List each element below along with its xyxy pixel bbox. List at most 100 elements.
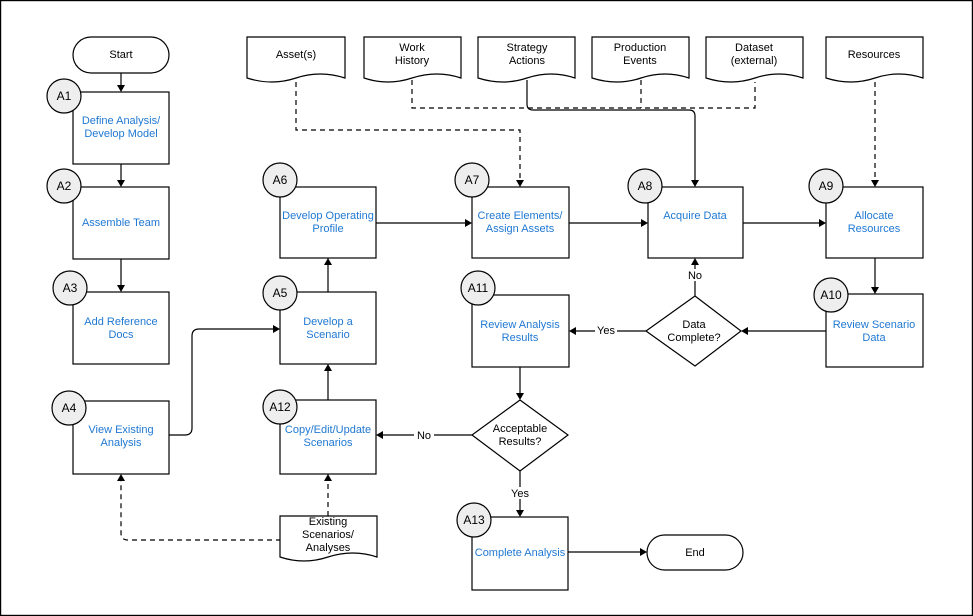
edge-label-no-data: No [688, 270, 702, 282]
step-a12-line2: Scenarios [304, 437, 353, 449]
step-a11-badge-label: A11 [468, 281, 489, 295]
document-production-events[interactable]: Production Events [591, 36, 690, 83]
step-a11-badge [460, 270, 496, 306]
edge-existing-a4 [120, 480, 281, 541]
document-production-events-line2: Events [623, 55, 657, 67]
step-a5[interactable]: Develop a Scenario A5 [262, 275, 377, 365]
arrowhead [819, 219, 826, 227]
decision-acceptable-results[interactable]: Acceptable Results? [470, 399, 570, 472]
decision-data-complete[interactable]: Data Complete? [644, 295, 742, 367]
document-work-history[interactable]: Work History [363, 36, 462, 83]
step-a13-badge-label: A13 [463, 513, 485, 527]
arrowhead [691, 258, 699, 265]
step-a8-badge [627, 168, 663, 204]
arrowhead [516, 510, 524, 517]
step-a10[interactable]: Review Scenario Data A10 [813, 277, 924, 368]
step-a2[interactable]: Assemble Team A2 [46, 168, 170, 260]
step-a1-line1: Define Analysis/ [82, 115, 161, 127]
edge-data-sources-bus [411, 80, 756, 109]
step-a13-badge [456, 502, 492, 538]
step-a3-badge-label: A3 [63, 281, 78, 295]
step-a3-badge [52, 270, 88, 306]
document-assets-label: Asset(s) [276, 49, 316, 61]
step-a12[interactable]: Copy/Edit/Update Scenarios A12 [262, 389, 377, 475]
step-a6[interactable]: Develop Operating Profile A6 [262, 162, 377, 259]
end-terminal[interactable] [646, 534, 744, 571]
document-dataset[interactable]: Dataset (external) [705, 36, 804, 83]
step-a9-line1: Allocate [854, 210, 893, 222]
step-a1-badge [46, 78, 82, 114]
step-a9-badge-label: A9 [819, 179, 834, 193]
step-a5-badge-label: A5 [273, 286, 288, 300]
step-a7-line1: Create Elements/ [478, 210, 564, 222]
end-label: End [685, 547, 705, 559]
step-a8-badge-label: A8 [638, 179, 653, 193]
step-a7-badge [454, 162, 490, 198]
step-a11[interactable]: Review Analysis Results A11 [460, 270, 570, 368]
step-a4-badge-label: A4 [62, 401, 77, 415]
edge-assets-a7 [295, 82, 521, 181]
arrowhead [516, 393, 524, 400]
step-a5-line2: Scenario [306, 329, 349, 341]
arrowhead [641, 219, 648, 227]
arrowhead [465, 219, 472, 227]
step-a4-badge [51, 390, 87, 426]
document-work-history-line2: History [395, 55, 430, 67]
arrowhead [871, 287, 879, 294]
arrowhead [324, 364, 332, 371]
step-a13[interactable]: Complete Analysis A13 [456, 502, 569, 591]
arrowhead [117, 285, 125, 292]
step-a9-line2: Resources [848, 223, 901, 235]
step-a11-line1: Review Analysis [480, 319, 560, 331]
step-a3-line1: Add Reference [84, 316, 157, 328]
start-terminal[interactable] [72, 36, 170, 74]
step-a4-line2: Analysis [101, 437, 142, 449]
edge-label-yes-data: Yes [597, 325, 615, 337]
step-a1-badge-label: A1 [57, 89, 72, 103]
step-a6-badge-label: A6 [273, 173, 288, 187]
document-production-events-line1: Production [614, 42, 667, 54]
step-a7-badge-label: A7 [465, 173, 480, 187]
step-a3-line2: Docs [108, 329, 134, 341]
step-a4[interactable]: View Existing Analysis A4 [51, 390, 170, 475]
step-a10-badge [813, 277, 849, 313]
arrowhead [569, 327, 576, 335]
label-bg [508, 487, 532, 499]
document-resources-label: Resources [848, 49, 901, 61]
step-a13-line1: Complete Analysis [475, 547, 566, 559]
arrowhead [117, 180, 125, 187]
decision-acceptable-line2: Results? [499, 436, 542, 448]
label-bg [686, 269, 704, 281]
label-bg [595, 324, 617, 336]
step-a5-line1: Develop a [303, 316, 353, 328]
step-a3[interactable]: Add Reference Docs A3 [52, 270, 170, 365]
document-dataset-line1: Dataset [735, 42, 773, 54]
step-a6-line1: Develop Operating [282, 210, 374, 222]
document-existing-line3: Analyses [306, 542, 351, 554]
edge-strategy-a8 [526, 80, 696, 181]
step-a11-line2: Results [502, 332, 539, 344]
step-a2-badge [46, 168, 82, 204]
step-a8[interactable]: Acquire Data A8 [627, 168, 744, 259]
document-strategy-actions-line1: Strategy [507, 42, 548, 54]
edge-label-yes-results: Yes [511, 488, 529, 500]
arrowhead [117, 85, 125, 92]
document-resources[interactable]: Resources [825, 36, 924, 83]
document-dataset-line2: (external) [731, 55, 777, 67]
step-a12-badge [262, 389, 298, 425]
arrowhead [516, 180, 524, 187]
step-a1[interactable]: Define Analysis/ Develop Model A1 [46, 78, 170, 165]
step-a12-line1: Copy/Edit/Update [285, 424, 371, 436]
label-bg [414, 429, 434, 441]
document-strategy-actions[interactable]: Strategy Actions [477, 36, 576, 83]
arrowhead [324, 474, 332, 481]
document-assets[interactable]: Asset(s) [246, 36, 346, 83]
step-a1-line2: Develop Model [84, 128, 157, 140]
step-a7[interactable]: Create Elements/ Assign Assets A7 [454, 162, 570, 259]
document-existing-scenarios[interactable]: Existing Scenarios/ Analyses [279, 515, 378, 562]
step-a9[interactable]: Allocate Resources A9 [808, 168, 924, 259]
arrowhead [324, 258, 332, 265]
decision-data-complete-line1: Data [682, 319, 706, 331]
